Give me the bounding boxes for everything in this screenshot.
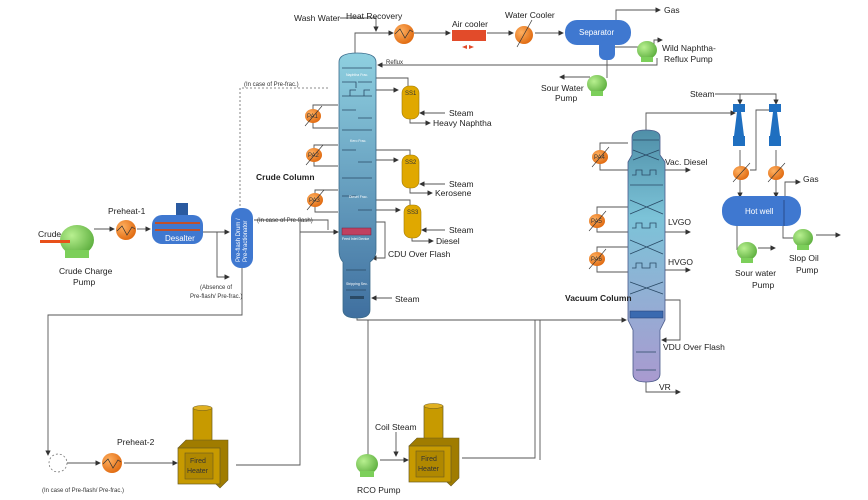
internal-label: Diesel Frac. [349,195,368,199]
sour-water-pump-label: Pump [555,93,577,103]
svg-text:Separator: Separator [579,28,614,37]
vacuum-column-label: Vacuum Column [565,293,632,303]
preheat-2-label: Preheat-2 [117,437,155,447]
crude-charge-pump-label: Crude Charge [59,266,113,276]
internal-label: Feed Inlet Device [342,237,369,241]
pumparound-pa4: PA4 [591,146,610,168]
pre-frac-note: (In case of Pre-frac.) [244,82,299,88]
product-diesel: Diesel [436,236,460,246]
pumparound-pa6: PA6 [588,248,607,270]
condenser-2-icon [767,162,786,183]
desalter-vessel: Desalter [152,203,203,244]
wild-naphtha-reflux-pump-icon[interactable] [637,41,657,62]
absence-note-2: Pre-flash/ Pre-frac.) [190,294,242,300]
steam-label: Steam [449,108,474,118]
steam-label: Steam [449,179,474,189]
vacuum-column [627,129,666,383]
water-cooler-label: Water Cooler [505,10,555,20]
separator-vessel: Separator [565,20,631,60]
sour-water-pump-icon[interactable] [587,75,607,96]
crude-label: Crude [38,229,61,239]
rco-pump-label: RCO Pump [357,485,401,495]
heat-recovery-label: Heat Recovery [346,11,403,21]
svg-text:Hot well: Hot well [745,207,774,216]
slop-oil-label: Slop Oil [789,253,819,263]
ejector-steam-label: Steam [690,89,715,99]
vdu-feed-inlet [629,310,664,319]
side-stripper-ss1: SS1 [401,85,420,120]
svg-text:Fired: Fired [421,456,437,463]
fired-heater-1: Fired Heater [177,405,229,489]
air-cooler-icon [452,30,486,49]
internal-label: Naphtha Frac. [346,73,368,77]
coil-steam-label: Coil Steam [375,422,417,432]
wash-water-label: Wash Water [294,13,340,23]
svg-text:SS1: SS1 [405,91,417,97]
pumparound-pa2: PA2 [305,144,324,166]
hot-well-vessel: Hot well [722,196,801,226]
optional-pump-icon [48,453,68,473]
svg-text:Desalter: Desalter [165,234,195,243]
svg-text:Pre-fractionator: Pre-fractionator [243,221,249,262]
pre-flash-drum: Pre-flash Drum / Pre-fractionator [231,208,253,268]
gas-label: Gas [664,5,680,15]
crude-charge-pump-label-2: Pump [73,277,95,287]
svg-text:SS2: SS2 [405,160,417,166]
vdu-sour-water-label: Sour water [735,268,776,278]
reflux-label: Reflux [386,60,403,66]
heat-recovery-exchanger-icon [394,24,414,44]
condenser-1-icon [732,162,751,183]
process-lines [45,7,841,466]
feed-inlet-device [341,227,372,236]
svg-text:Fired: Fired [190,458,206,465]
preheat-1-exchanger-icon [116,220,136,240]
pumparound-pa3: PA3 [306,189,325,211]
vr-label: VR [659,382,671,392]
product-lvgo: LVGO [668,217,691,227]
slop-oil-pump-label: Pump [796,265,818,275]
preheat-1-label: Preheat-1 [108,206,146,216]
internal-label: Kero Frac. [350,139,366,143]
pumparound-pa5: PA5 [588,210,607,232]
crude-column: Naphtha Frac. Kero Frac. Diesel Frac. Fe… [338,52,377,319]
crude-column-label: Crude Column [256,172,315,182]
fired-heater-2: Fired Heater [408,403,460,487]
pre-flash-note: (In case of Pre-flash) [257,218,313,224]
internal-label: Stripping Sec. [346,282,368,286]
air-cooler-label: Air cooler [452,19,488,29]
ejector-2-icon [769,104,781,146]
side-stripper-ss2: SS2 [401,154,420,189]
rco-pump-icon[interactable] [356,454,378,477]
sour-water-pump-vdu-icon[interactable] [737,242,757,263]
bottom-steam-label: Steam [395,294,420,304]
crude-feed-arrow [40,240,70,243]
vdu-over-flash-label: VDU Over Flash [663,342,725,352]
absence-note: (Absence of [200,285,232,291]
reflux-pump-label: Reflux Pump [664,54,713,64]
svg-text:Heater: Heater [187,468,209,475]
wild-naphtha-label: Wild Naphtha- [662,43,716,53]
ejector-1-icon [733,104,745,146]
cdu-over-flash-label: CDU Over Flash [388,249,451,259]
bottom-note: (In case of Pre-flash/ Pre-frac.) [42,488,124,494]
svg-text:Pre-flash Drum /: Pre-flash Drum / [236,218,242,262]
svg-text:Heater: Heater [418,466,440,473]
product-kerosene: Kerosene [435,188,472,198]
product-vac-diesel: Vac. Diesel [665,157,707,167]
sour-water-label: Sour Water [541,83,584,93]
crude-charge-pump-icon[interactable] [60,225,94,258]
steam-label: Steam [449,225,474,235]
pumparound-pa1: PA1 [304,105,323,127]
vdu-sour-water-pump-label: Pump [752,280,774,290]
vdu-gas-label: Gas [803,174,819,184]
slop-oil-pump-icon[interactable] [793,229,813,250]
svg-text:SS3: SS3 [407,210,419,216]
steam-distributor [350,296,364,299]
product-hvgo: HVGO [668,257,693,267]
water-cooler-icon [515,19,533,48]
preheat-2-exchanger-icon [102,453,122,473]
product-heavy-naphtha: Heavy Naphtha [433,118,492,128]
side-stripper-ss3: SS3 [403,204,422,239]
